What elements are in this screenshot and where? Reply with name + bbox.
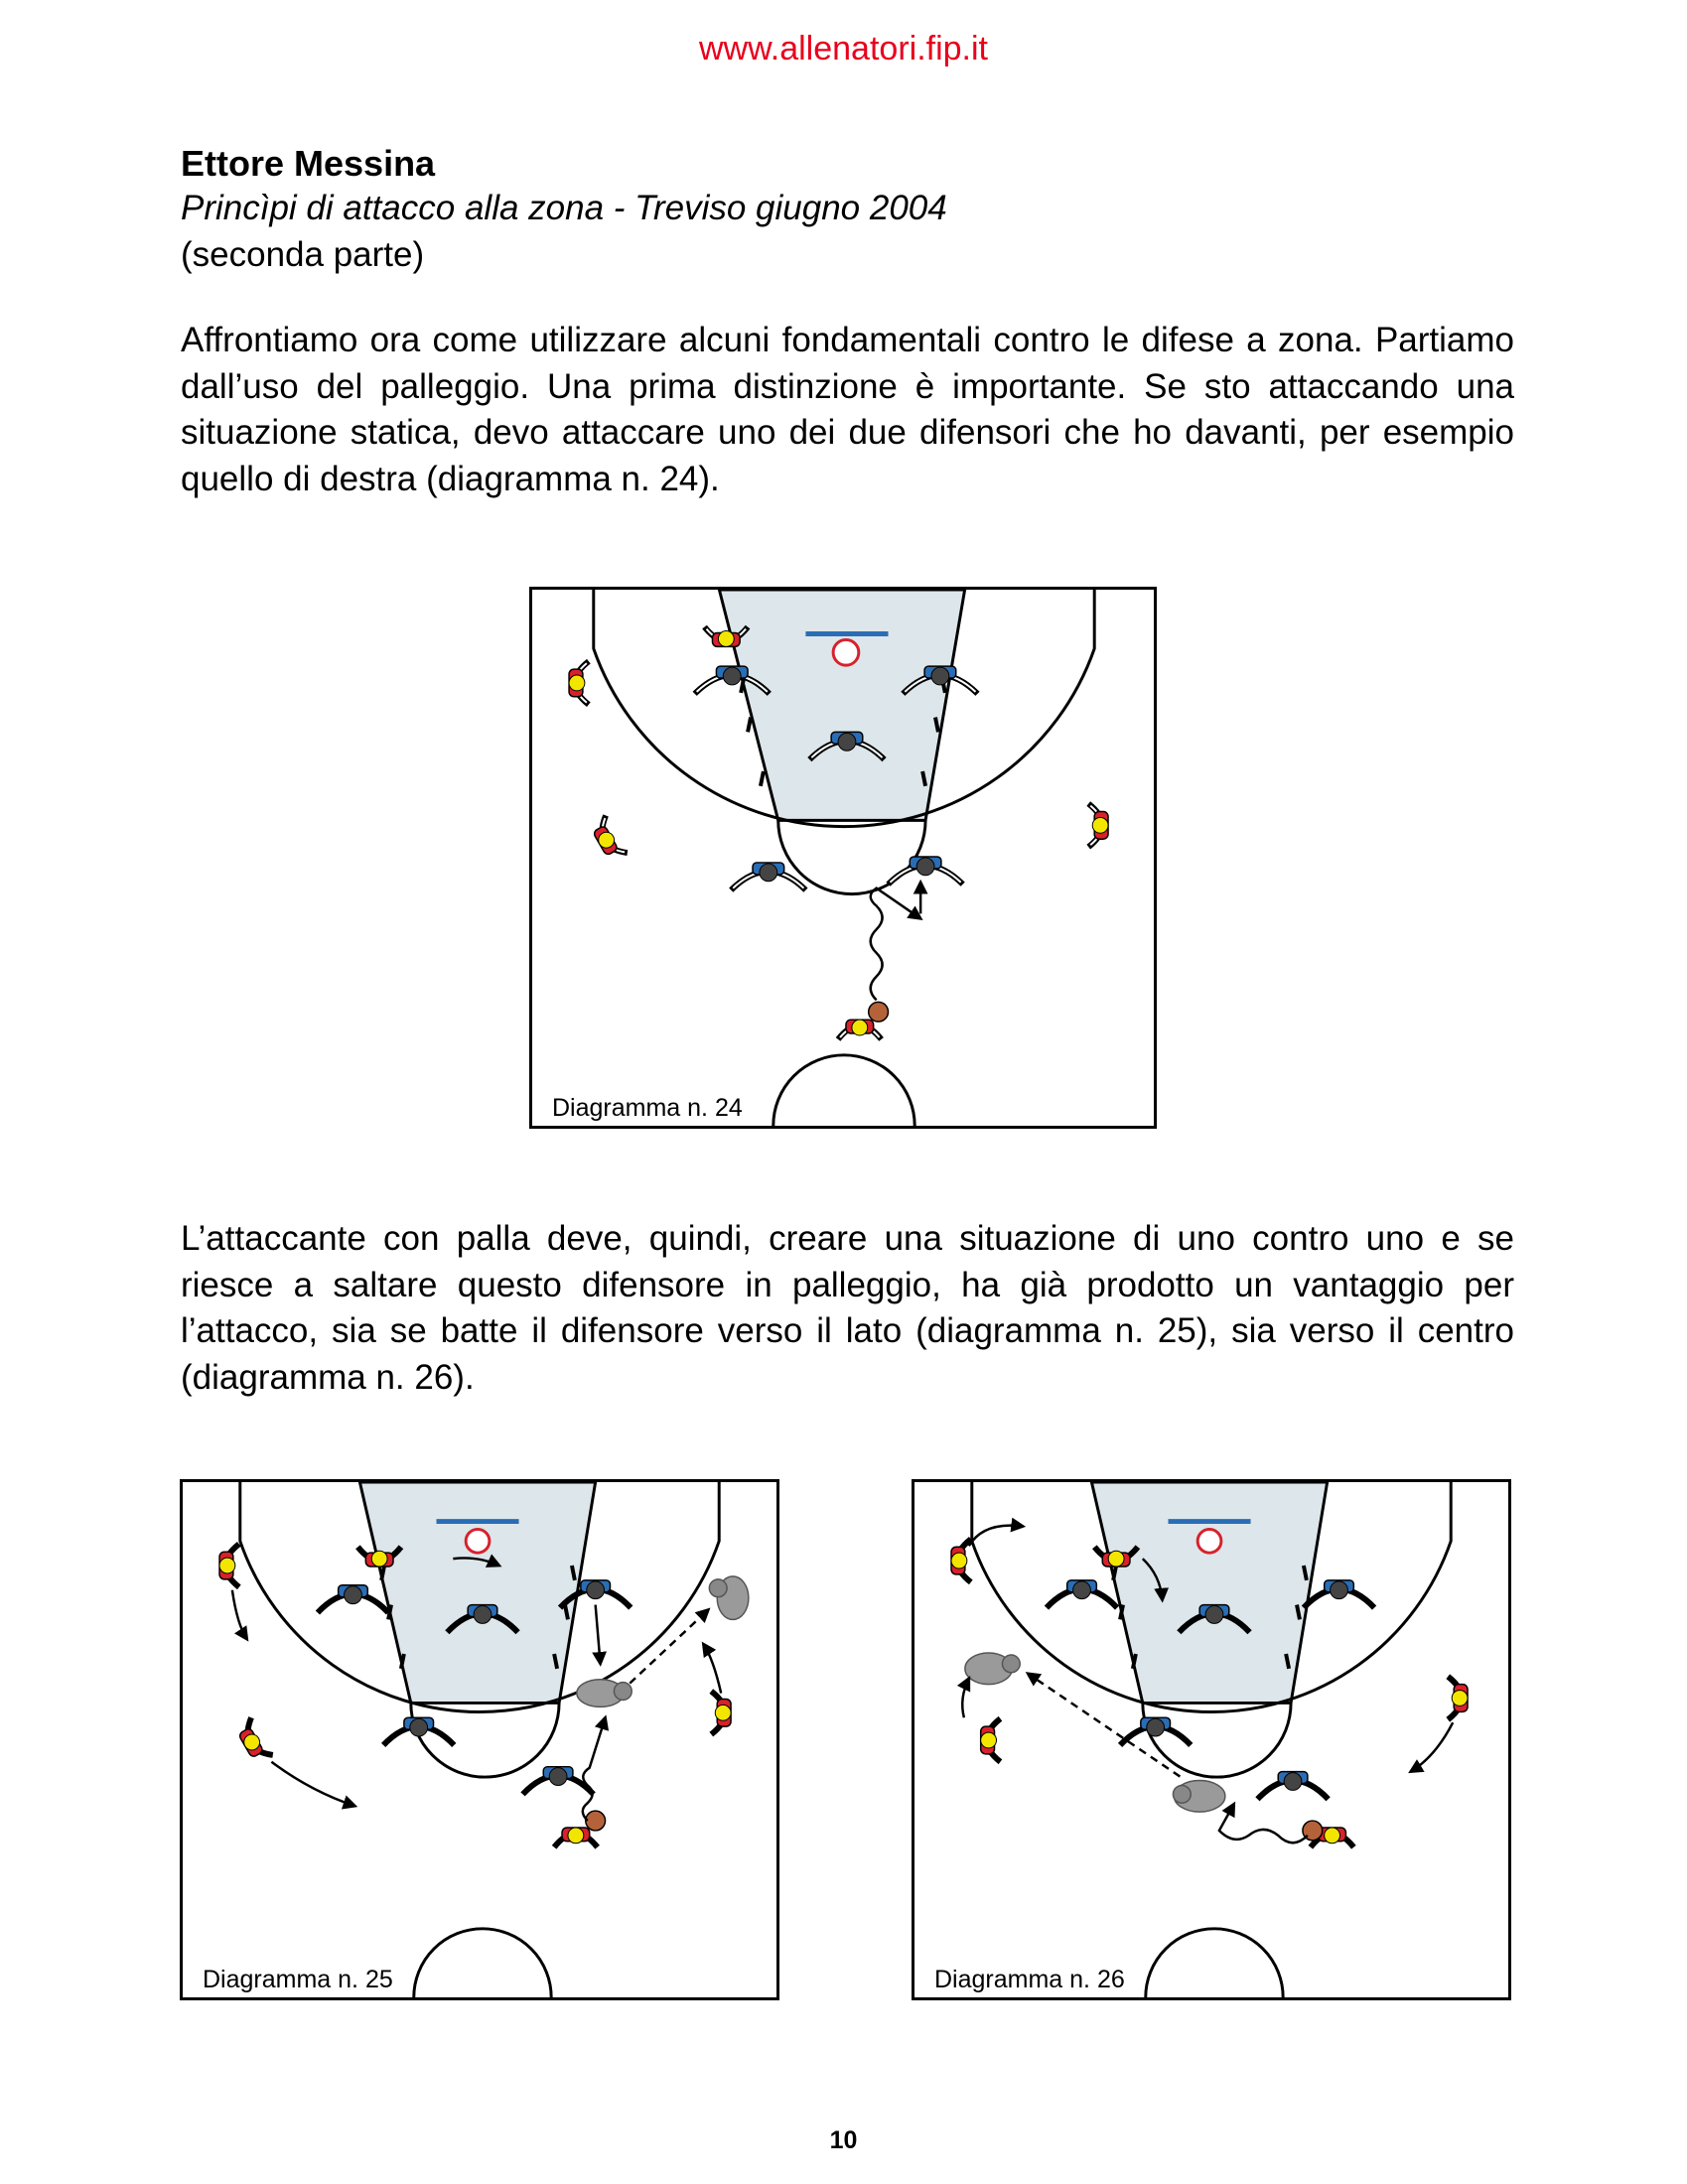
defender-players: [692, 665, 980, 892]
paragraph-2: L’attaccante con palla deve, quindi, cre…: [181, 1219, 1514, 1397]
diagram-24: Diagramma n. 24: [529, 587, 1157, 1129]
page-number: 10: [829, 2126, 858, 2154]
court-diagram-26: [950, 1482, 1469, 1997]
diagram-26: Diagramma n. 26: [912, 1479, 1511, 2000]
dribble-arrow: [869, 887, 923, 1002]
article-part: (seconda parte): [181, 235, 425, 274]
diagram-label: Diagramma n. 26: [930, 1966, 1129, 1994]
attacker-players: [218, 1541, 732, 1849]
diagram-label: Diagramma n. 24: [548, 1094, 747, 1123]
ball-icon: [867, 1001, 890, 1023]
defender-players: [1044, 1579, 1377, 1802]
defender-players: [315, 1579, 633, 1797]
attacker-players: [568, 624, 1109, 1041]
hoop: [831, 637, 861, 667]
paint-area: [717, 590, 967, 822]
article-subtitle: Princìpi di attacco alla zona - Treviso …: [181, 189, 947, 227]
ball-icon: [585, 1810, 607, 1832]
center-circle: [772, 1053, 916, 1126]
diagram-25: Diagramma n. 25: [180, 1479, 779, 2000]
paragraph-1: Affrontiamo ora come utilizzare alcuni f…: [181, 321, 1514, 498]
author-name: Ettore Messina: [181, 143, 436, 184]
ghost-players: [576, 1575, 750, 1708]
header-url[interactable]: www.allenatori.fip.it: [698, 30, 988, 68]
court-diagram-25: [218, 1482, 750, 1997]
free-throw-circle: [776, 820, 927, 895]
diagram-label: Diagramma n. 25: [199, 1966, 397, 1994]
court-diagram-24: [568, 590, 1109, 1126]
ghost-players: [964, 1652, 1226, 1813]
three-point-line: [592, 590, 1096, 829]
